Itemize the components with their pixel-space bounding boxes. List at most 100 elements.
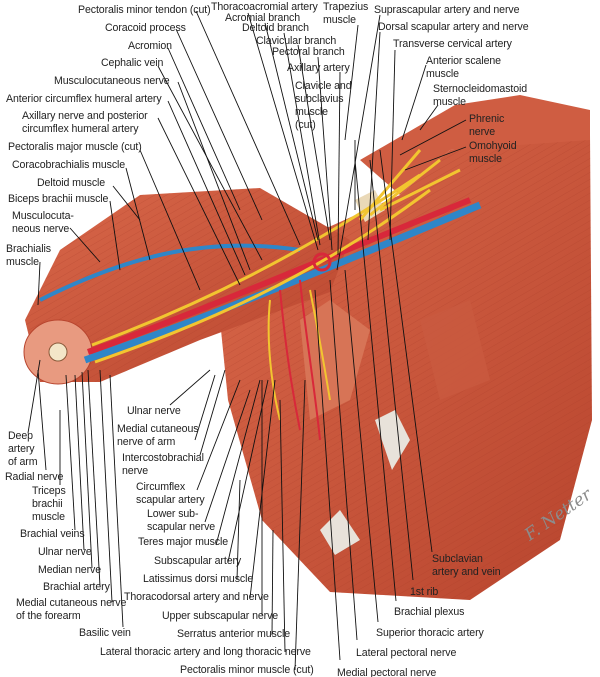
leader-line [247, 12, 319, 251]
anatomy-label: Brachial plexus [394, 606, 465, 618]
anatomy-label: Biceps brachii muscle [8, 193, 109, 205]
leader-line [112, 185, 141, 221]
anatomy-label: Upper subscapular nerve [162, 610, 279, 622]
anatomy-label: Brachialis muscle [6, 243, 51, 268]
anatomy-label: Transverse cervical artery [393, 38, 512, 50]
anatomy-label: Serratus anterior muscle [177, 628, 290, 640]
leader-line [354, 159, 397, 602]
leader-line [65, 374, 76, 531]
anatomy-label: Anterior scalene muscle [426, 55, 501, 80]
leader-line [199, 369, 226, 456]
anatomy-label: Superior thoracic artery [376, 627, 484, 639]
anatomy-label: Ulnar nerve [127, 405, 181, 417]
anatomy-label: Ulnar nerve [38, 546, 92, 558]
leader-line [419, 104, 439, 131]
leader-line [125, 167, 151, 261]
leader-line [195, 10, 301, 246]
leader-lines [27, 10, 467, 671]
anatomy-label: Thoracodorsal artery and nerve [124, 591, 269, 603]
anatomy-label: Suprascapular artery and nerve [374, 4, 520, 16]
anatomy-label: Deltoid muscle [37, 177, 106, 189]
anatomy-label: Sternocleidomastoid muscle [433, 83, 528, 108]
anatomy-label: Thoracoacromial artery [211, 1, 318, 13]
anatomy-label: Cephalic vein [101, 57, 164, 69]
anatomy-label: 1st rib [410, 586, 439, 598]
leader-line [204, 389, 251, 523]
anatomy-label: Acromial branch [225, 12, 301, 24]
leader-line [175, 28, 263, 221]
leader-line [139, 149, 201, 291]
leader-line [99, 369, 113, 603]
leader-line [404, 146, 467, 171]
anatomy-label: Brachial veins [20, 528, 85, 540]
anatomy-label: Brachial artery [43, 581, 110, 593]
vessels-and-nerves [39, 149, 482, 441]
anatomy-label: Clavicle and subclavius muscle (cut) [295, 80, 352, 131]
anatomy-label: Pectoralis minor muscle (cut) [180, 664, 314, 676]
leader-line [249, 379, 276, 599]
leader-line [317, 56, 333, 251]
anatomy-label: Lateral pectoral nerve [356, 647, 457, 659]
anatomy-label: Musculocutaneous nerve [54, 75, 170, 87]
leader-line [74, 374, 85, 551]
leader-line [336, 14, 381, 271]
anatomy-label: Lower sub- scapular nerve [147, 508, 216, 533]
anatomy-label: Dorsal scapular artery and nerve [378, 21, 529, 33]
anatomy-label: Basilic vein [79, 627, 131, 639]
arm-muscles [23, 188, 385, 385]
leader-line [379, 149, 433, 553]
anatomy-label: Pectoral branch [272, 46, 345, 58]
leader-line [109, 374, 124, 628]
leader-line [87, 369, 101, 587]
leader-line [283, 32, 321, 246]
anatomy-label: Trapezius muscle [323, 1, 369, 26]
leader-line [227, 379, 269, 563]
leader-line [167, 100, 246, 276]
leader-line [194, 374, 216, 441]
leader-line [271, 529, 274, 636]
leader-line [177, 81, 251, 271]
leader-line [37, 369, 47, 471]
anatomy-label: Medial cutaneous nerve of arm [117, 423, 199, 448]
leader-line [329, 279, 358, 641]
anatomy-label: Triceps brachii muscle [32, 485, 66, 523]
leader-line [369, 159, 414, 581]
anatomy-label: Musculocuta- neous nerve [12, 210, 74, 235]
anatomy-label: Pectoralis major muscle (cut) [8, 141, 142, 153]
leader-line [196, 379, 241, 491]
anatomy-label: Acromion [128, 40, 172, 52]
anatomy-label: Phrenic nerve [469, 113, 505, 138]
anatomy-label: Axillary artery [287, 62, 350, 74]
leader-line [297, 44, 331, 241]
leader-line [264, 22, 319, 241]
leader-line [367, 31, 381, 241]
leader-line [314, 289, 341, 661]
anatomy-label: Latissimus dorsi muscle [143, 573, 254, 585]
anatomy-label: Coracoid process [105, 22, 186, 34]
anatomy-label: Lateral thoracic artery and long thoraci… [100, 646, 311, 658]
anatomy-label: Median nerve [38, 564, 101, 576]
leader-line [389, 49, 396, 241]
leader-line [215, 379, 261, 546]
leader-line [157, 117, 241, 286]
anatomy-label: Pectoralis minor tendon (cut) [78, 4, 211, 16]
anatomy-label: Axillary nerve and posterior circumflex … [22, 110, 148, 135]
anatomy-label: Deltoid branch [242, 22, 309, 34]
leader-line [337, 71, 341, 256]
anatomy-label: Radial nerve [5, 471, 64, 483]
anatomy-label: Teres major muscle [138, 536, 229, 548]
leader-line [169, 369, 211, 406]
leader-line [167, 47, 241, 211]
leader-line [294, 379, 306, 671]
anatomy-label: Subscapular artery [154, 555, 242, 567]
anatomy-label: Intercostobrachial nerve [122, 452, 204, 477]
leader-line [344, 269, 379, 623]
anatomy-label: Medial cutaneous nerve of the forearm [16, 597, 127, 622]
leader-line [399, 119, 467, 156]
leader-line [109, 200, 121, 271]
leader-line [69, 227, 101, 263]
leader-line [81, 371, 93, 569]
anatomy-label: Deep artery of arm [8, 430, 38, 468]
leader-line [157, 65, 263, 261]
